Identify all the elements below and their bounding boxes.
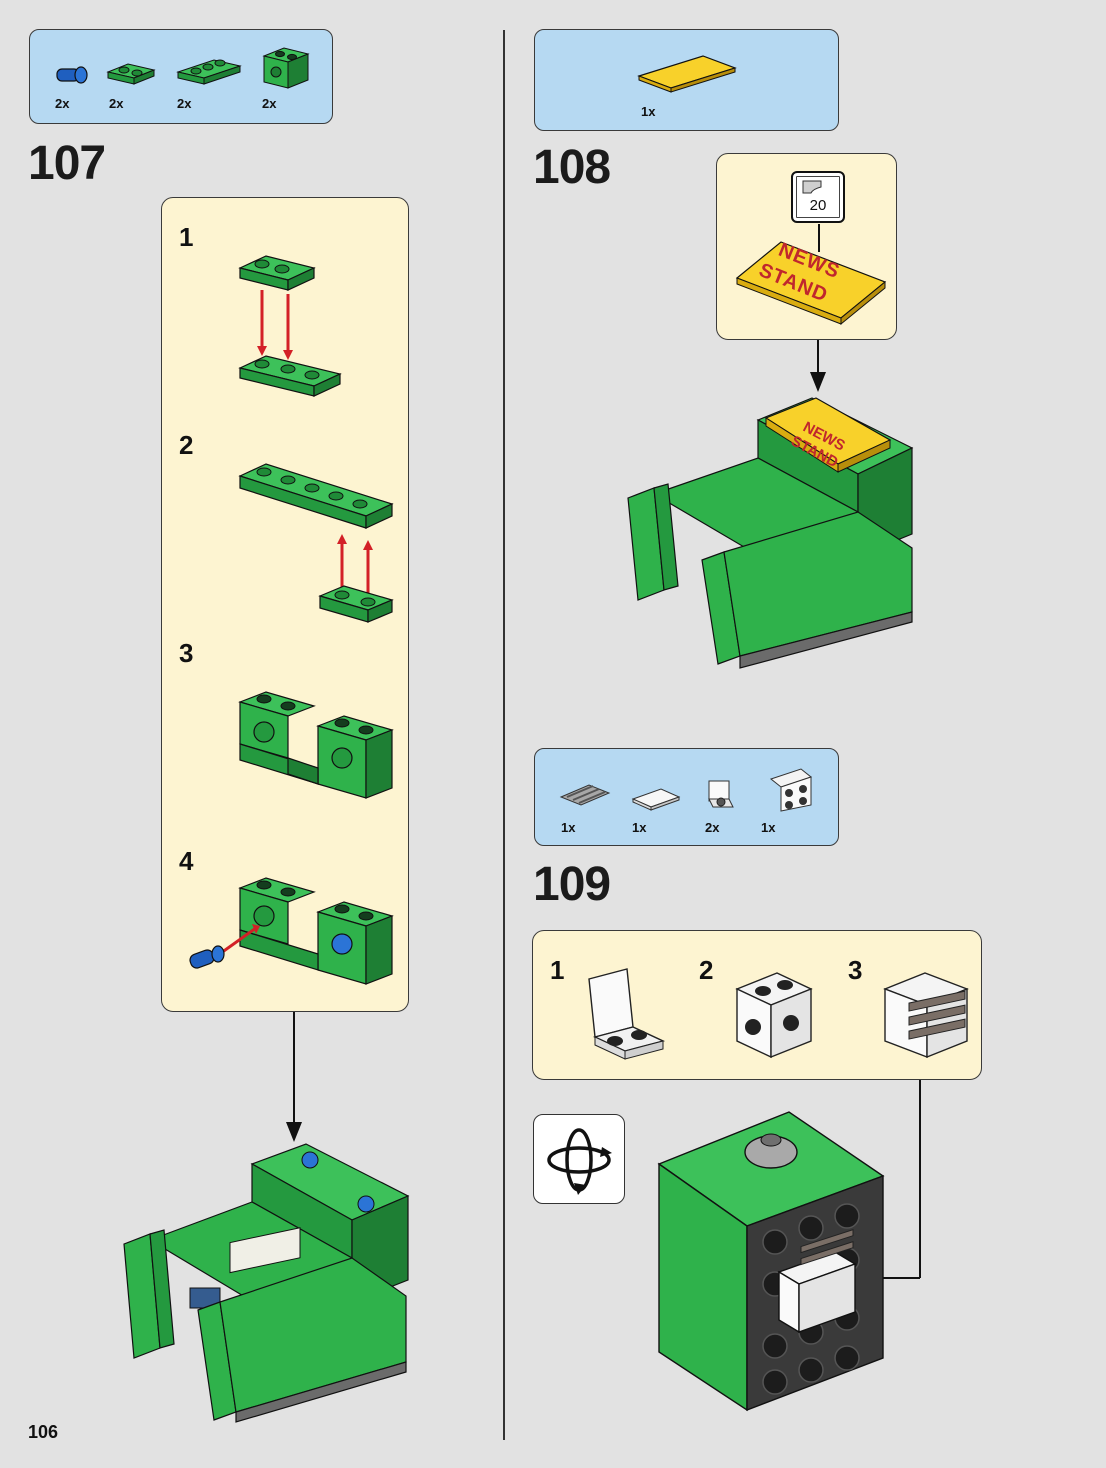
substep-number: 2	[179, 430, 194, 460]
yellow-tile-icon	[637, 55, 737, 93]
green-plate-1x3-icon	[176, 59, 242, 85]
green-technic-brick-icon	[262, 47, 310, 89]
green-plate-1x2-icon	[106, 63, 156, 85]
substep-3-illustration	[238, 691, 394, 799]
newsstand-model-107	[123, 1143, 410, 1423]
rotate-model-indicator	[533, 1114, 625, 1204]
part-qty: 2x	[177, 96, 192, 111]
substep-1-illustration	[238, 255, 342, 397]
substep-number: 4	[179, 846, 194, 876]
connector-line	[818, 224, 820, 252]
sticker-icon	[802, 180, 822, 194]
step-number: 108	[533, 141, 611, 194]
substep-2-illustration	[238, 463, 394, 623]
sticker-number: 20	[809, 197, 827, 214]
page-number: 106	[28, 1422, 59, 1442]
parts-callout-107: 2x 2x 2x 2x	[29, 29, 333, 124]
substep-2-illustration	[735, 972, 813, 1059]
step-number: 109	[533, 858, 611, 911]
parts-callout-109: 1x 1x 2x 1x	[534, 748, 839, 846]
substep-panel-107: 1 2 3 4	[161, 197, 409, 1012]
part-qty: 2x	[262, 96, 277, 111]
column-divider	[503, 30, 505, 1440]
step-number: 107	[28, 137, 106, 190]
substep-panel-109: 1 2 3	[532, 930, 982, 1080]
parts-callout-108: 1x	[534, 29, 839, 131]
substep-number: 1	[550, 955, 565, 985]
white-tile-icon	[631, 788, 681, 811]
part-qty: 1x	[761, 820, 776, 835]
newsstand-model-109	[657, 1111, 885, 1412]
part-qty: 2x	[705, 820, 720, 835]
arrow-down	[810, 340, 826, 392]
substep-number: 3	[848, 955, 863, 985]
rotate-icon	[547, 1128, 612, 1195]
sticker-number-badge: 20	[791, 171, 845, 223]
part-qty: 2x	[109, 96, 124, 111]
substep-number: 1	[179, 222, 194, 252]
part-qty: 1x	[561, 820, 576, 835]
substep-4-illustration	[189, 877, 394, 985]
substep-3-illustration	[883, 972, 969, 1059]
substep-1-illustration	[588, 968, 666, 1060]
part-qty: 1x	[632, 820, 647, 835]
part-qty: 1x	[641, 104, 656, 119]
white-bracket-2x2-icon	[769, 768, 813, 812]
substep-number: 3	[179, 638, 194, 668]
arrow-down	[286, 1012, 302, 1142]
white-bracket-icon	[708, 780, 734, 808]
part-qty: 2x	[55, 96, 70, 111]
substep-number: 2	[699, 955, 714, 985]
newsstand-model-108: NEWS STAND	[627, 397, 914, 669]
grille-tile-icon	[559, 784, 611, 806]
blue-pin-icon	[56, 66, 88, 84]
sticker-panel-108: 20 NEWS STAND	[716, 153, 897, 340]
news-stand-tile	[735, 241, 887, 326]
